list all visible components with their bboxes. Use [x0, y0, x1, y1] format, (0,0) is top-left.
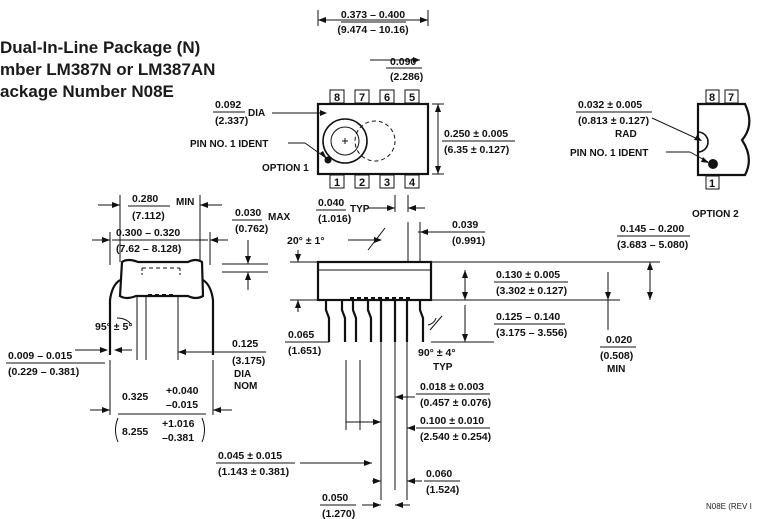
end-max-mm: (0.762) [235, 223, 268, 235]
end-lead-mm: (0.229 – 0.381) [8, 366, 79, 378]
side-shoulder-mm: (0.991) [452, 235, 485, 247]
opt2-pin-7: 7 [728, 92, 734, 104]
top-height-in: 0.250 ± 0.005 [444, 128, 508, 140]
pin-label-8: 8 [334, 92, 340, 104]
dia-mm: (2.337) [215, 115, 248, 127]
notch-mm: (2.286) [390, 71, 423, 83]
opt2-pin1-dot [708, 159, 718, 169]
end-span-tol-plus-in: +0.040 [166, 385, 199, 397]
revision-code: N08E (REV I [706, 502, 752, 511]
side-overall-mm: (3.683 – 5.080) [617, 239, 688, 251]
side-lead-angle-label: TYP [433, 362, 453, 373]
top-view: 0.373 – 0.400 (9.474 – 10.16) 0.090 (2.2… [190, 9, 515, 189]
pin-label-6: 6 [384, 92, 390, 104]
top-height-mm: (6.35 ± 0.127) [444, 144, 509, 156]
pin-label-5: 5 [409, 92, 415, 104]
end-min-mm: (7.112) [132, 210, 165, 222]
end-nom-mm: (3.175) [232, 355, 265, 367]
rad-label: RAD [615, 129, 637, 140]
end-max-in: 0.030 [235, 207, 261, 219]
side-lead-w-in: 0.018 ± 0.003 [420, 381, 484, 393]
option-2-label: OPTION 2 [692, 209, 739, 220]
end-lead-in: 0.009 – 0.015 [8, 350, 72, 362]
side-wide-lead-in: 0.060 [426, 468, 452, 480]
side-pitch-in: 0.100 ± 0.010 [420, 415, 484, 427]
side-wide-lead-mm: (1.524) [426, 484, 459, 496]
title-line-3: ackage Number N08E [0, 82, 174, 101]
side-body-mm: (3.302 ± 0.127) [496, 285, 567, 297]
dia-in: 0.092 [215, 99, 241, 111]
side-typ1-label: TYP [350, 204, 370, 215]
side-lead-len-mm: (3.175 – 3.556) [496, 327, 567, 339]
side-half-pitch-mm: (1.270) [322, 508, 355, 519]
end-nom-in: 0.125 [232, 338, 258, 350]
side-typ1-mm: (1.016) [318, 213, 351, 225]
side-standoff-mm: (1.651) [288, 345, 321, 357]
package-body-end [118, 258, 205, 300]
side-end-lead-in: 0.045 ± 0.015 [218, 450, 282, 462]
end-span-mm: 8.255 [122, 426, 148, 438]
pin-label-4: 4 [409, 177, 416, 189]
side-lead-angle: 90° ± 4° [418, 347, 456, 359]
option-2-body [696, 102, 751, 177]
pin-label-1: 1 [334, 177, 340, 189]
end-range-mm: (7.62 – 8.128) [116, 243, 181, 255]
end-nom-label-1: DIA [234, 369, 251, 380]
side-shoulder-in: 0.039 [452, 219, 478, 231]
end-min-in: 0.280 [132, 193, 158, 205]
package-body-top [316, 102, 430, 176]
pin-label-2: 2 [359, 177, 365, 189]
side-draft-angle: 20° ± 1° [287, 235, 325, 247]
rad-in: 0.032 ± 0.005 [578, 99, 642, 111]
side-seat-mm: (0.508) [600, 350, 633, 362]
top-width-in: 0.373 – 0.400 [341, 9, 405, 21]
rad-mm: (0.813 ± 0.127) [578, 115, 649, 127]
top-width-mm: (9.474 – 10.16) [337, 24, 408, 36]
side-body-in: 0.130 ± 0.005 [496, 269, 560, 281]
side-seat-in: 0.020 [606, 334, 632, 346]
end-max-label: MAX [268, 212, 291, 223]
end-nom-label-2: NOM [234, 381, 257, 392]
end-span-in: 0.325 [122, 391, 148, 403]
side-half-pitch-in: 0.050 [322, 492, 348, 504]
side-lead-w-mm: (0.457 ± 0.076) [420, 397, 491, 409]
option-2-view: 0.032 ± 0.005 (0.813 ± 0.127) RAD 8 7 1 … [570, 89, 751, 220]
end-span-tol-minus-mm: –0.381 [162, 432, 194, 444]
side-typ1-in: 0.040 [318, 197, 344, 209]
opt2-pin-1: 1 [709, 178, 715, 190]
side-end-lead-mm: (1.143 ± 0.381) [218, 466, 289, 478]
pin-label-3: 3 [384, 177, 390, 189]
end-span-tol-plus-mm: +1.016 [162, 418, 195, 430]
title-line-1: Dual-In-Line Package (N) [0, 38, 201, 57]
package-body-side [316, 260, 433, 302]
end-range-in: 0.300 – 0.320 [116, 227, 180, 239]
side-overall-in: 0.145 – 0.200 [620, 223, 684, 235]
pin-label-7: 7 [359, 92, 365, 104]
end-min-label: MIN [176, 197, 194, 208]
title-line-2: mber LM387N or LM387AN [0, 60, 216, 79]
opt2-pin-8: 8 [709, 92, 715, 104]
dia-label: DIA [248, 108, 265, 119]
end-angle: 95° ± 5° [95, 321, 133, 333]
side-pitch-mm: (2.540 ± 0.254) [420, 431, 491, 443]
side-seat-label: MIN [607, 364, 625, 375]
opt2-pin1-ident-label: PIN NO. 1 IDENT [570, 148, 648, 159]
side-standoff-in: 0.065 [288, 329, 314, 341]
end-span-tol-minus-in: –0.015 [166, 399, 198, 411]
side-view: 0.040 (1.016) TYP 0.039 (0.991) 20° ± 1° [216, 195, 690, 519]
notch-in: 0.090 [390, 56, 416, 68]
side-lead-len-in: 0.125 – 0.140 [496, 311, 560, 323]
pin1-ident-label: PIN NO. 1 IDENT [190, 139, 268, 150]
end-view: 0.280 (7.112) MIN 0.300 – 0.320 (7.62 – … [6, 193, 291, 444]
option-1-label: OPTION 1 [262, 163, 309, 174]
